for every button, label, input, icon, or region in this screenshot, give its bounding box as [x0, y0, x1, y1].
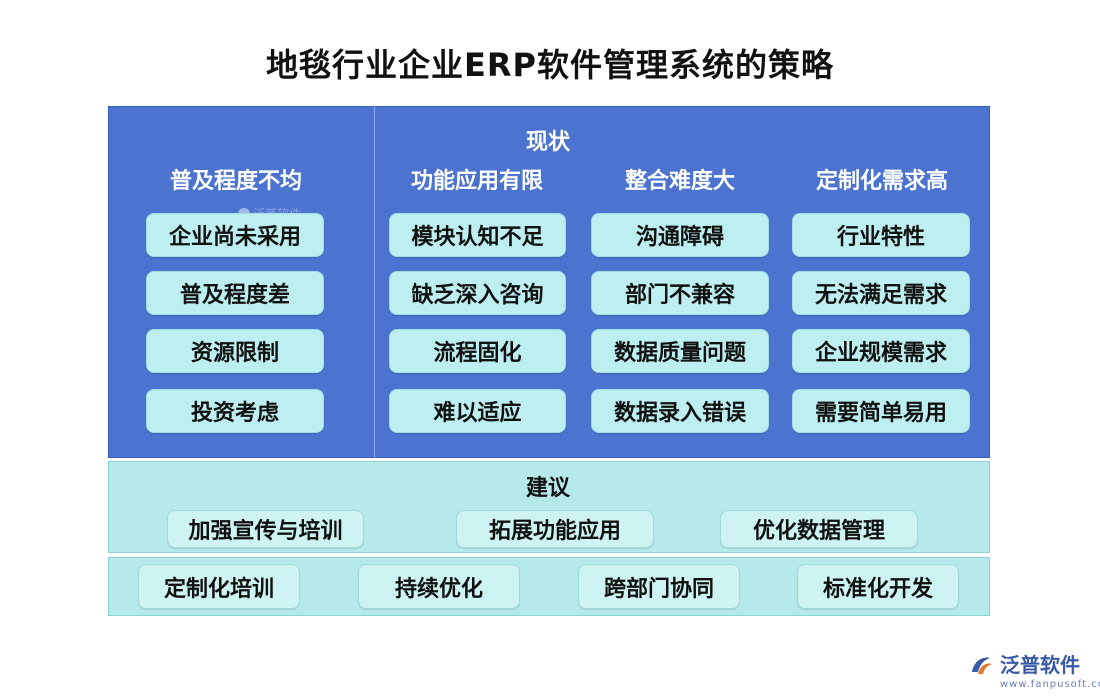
status-heading: 现状 [525, 130, 570, 155]
suggestion-item: 拓展功能应用 [456, 510, 654, 548]
suggestion-item: 定制化培训 [138, 564, 300, 609]
status-item: 缺乏深入咨询 [389, 271, 566, 315]
suggestion-item: 优化数据管理 [720, 510, 918, 548]
status-item: 部门不兼容 [591, 271, 769, 315]
status-item: 无法满足需求 [792, 271, 970, 315]
status-item: 沟通障碍 [591, 213, 769, 257]
column-title-integration: 整合难度大 [624, 169, 735, 194]
column-divider [374, 106, 375, 458]
column-title-function: 功能应用有限 [410, 169, 543, 194]
brand-url: www.fanpusoft.com [1000, 679, 1100, 690]
suggestion-item: 标准化开发 [797, 564, 959, 609]
page-title: 地毯行业企业ERP软件管理系统的策略 [266, 46, 834, 84]
status-item: 企业尚未采用 [146, 213, 324, 257]
status-item: 资源限制 [146, 329, 324, 373]
column-title-customization: 定制化需求高 [815, 169, 948, 194]
status-item: 需要简单易用 [792, 389, 970, 433]
status-item: 难以适应 [389, 389, 566, 433]
column-title-coverage: 普及程度不均 [169, 169, 302, 194]
brand-logo: 泛普软件 [968, 652, 1080, 678]
status-item: 流程固化 [389, 329, 566, 373]
suggestions-heading: 建议 [525, 476, 570, 501]
status-item: 投资考虑 [146, 389, 324, 433]
brand-name: 泛普软件 [1000, 653, 1080, 677]
status-item: 数据录入错误 [591, 389, 769, 433]
status-item: 企业规模需求 [792, 329, 970, 373]
suggestion-item: 持续优化 [358, 564, 520, 609]
brand-logo-icon [972, 657, 992, 674]
suggestion-item: 跨部门协同 [578, 564, 740, 609]
status-item: 行业特性 [792, 213, 970, 257]
status-item: 普及程度差 [146, 271, 324, 315]
suggestion-item: 加强宣传与培训 [167, 510, 364, 548]
status-item: 模块认知不足 [389, 213, 566, 257]
status-item: 数据质量问题 [591, 329, 769, 373]
